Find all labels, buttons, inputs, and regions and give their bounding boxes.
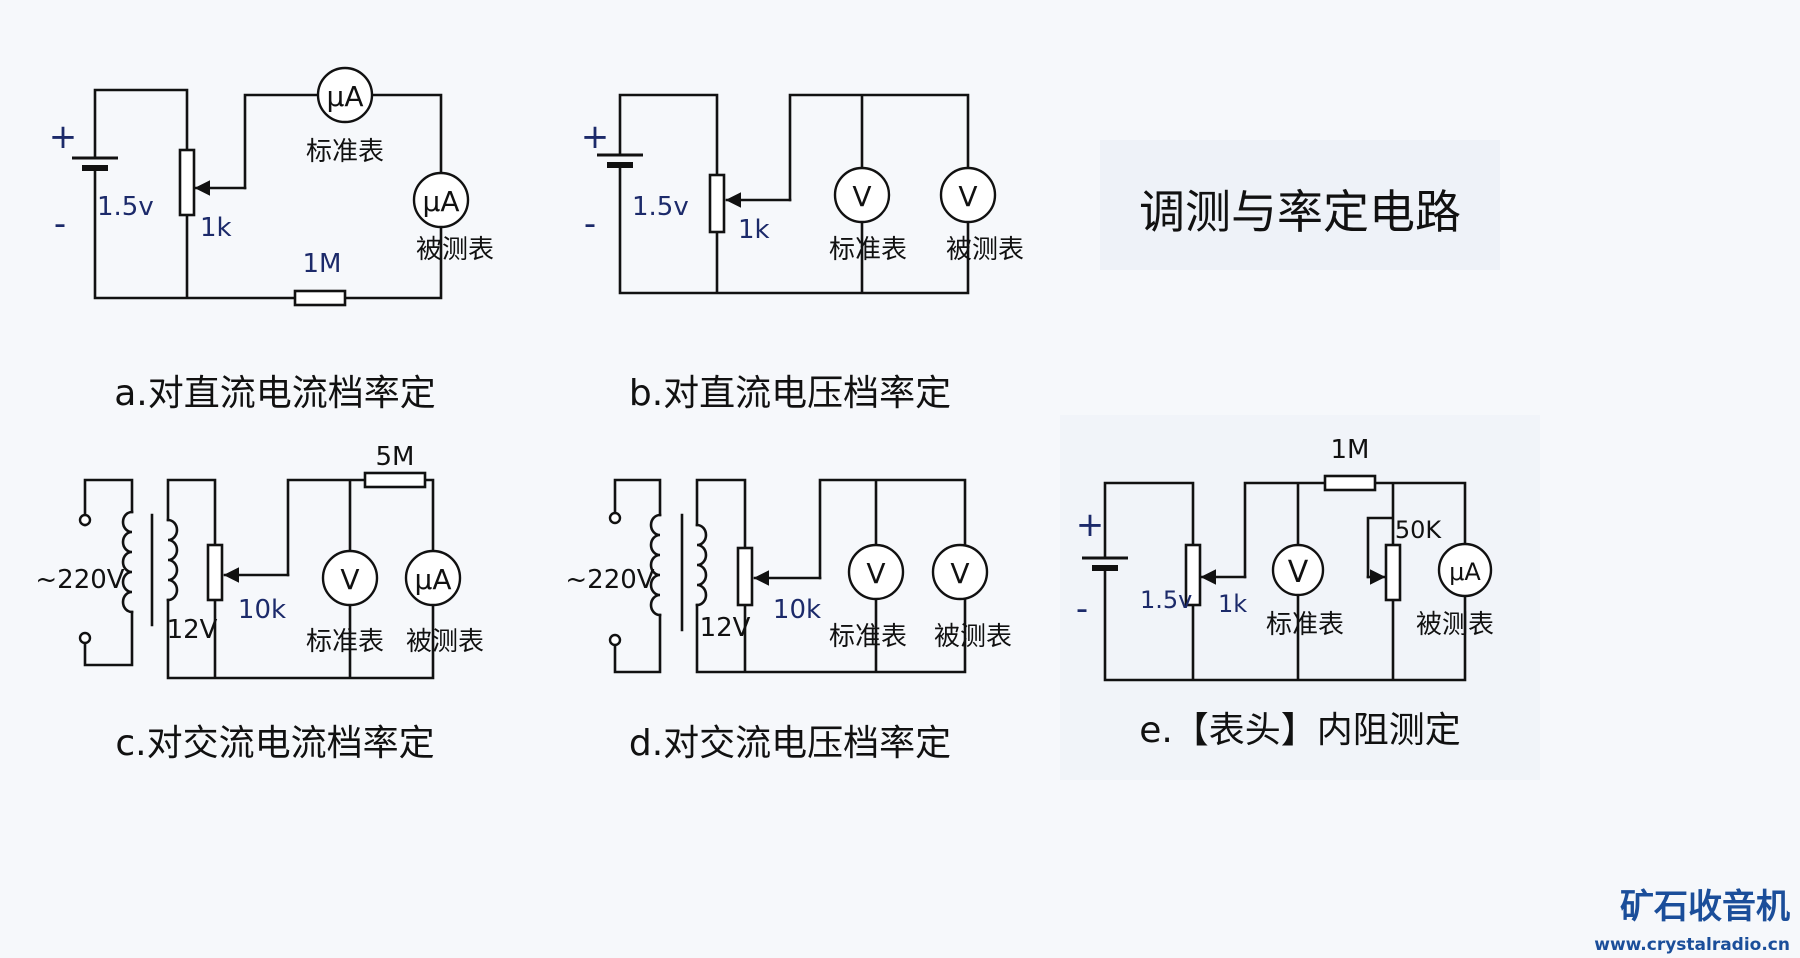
potentiometer (736, 546, 754, 607)
circuit-a: μA μA + - 1.5v 1k 1M 标准表 被测表 a.对直流电流档率定 (49, 66, 494, 414)
plus-sign: + (49, 117, 78, 157)
meter-label: V (950, 557, 969, 590)
pot-label: 1k (1218, 590, 1247, 618)
tested-meter (404, 549, 462, 607)
transformer-secondary-coil (166, 518, 179, 602)
potentiometer (178, 148, 196, 217)
tested-meter-label: 被测表 (406, 627, 484, 657)
input-terminal (608, 633, 622, 647)
page-title: 调测与率定电路 (1139, 185, 1461, 239)
voltage-label: 1.5v (632, 192, 689, 222)
plus-sign: + (1076, 505, 1105, 545)
meter-label: μA (1449, 558, 1481, 586)
circuit-e: V μA + - 1.5v 1k 1M 50K 标准表 被测表 e.【表头】内阻… (1060, 415, 1540, 780)
tested-meter-label: 被测表 (416, 235, 494, 265)
tested-meter (939, 166, 997, 224)
watermark: 矿石收音机 www.crystalradio.cn (1594, 887, 1790, 955)
tested-meter-label: 被测表 (1416, 610, 1494, 640)
plus-sign: + (581, 117, 610, 157)
tested-meter (931, 543, 989, 601)
resistor (1323, 474, 1377, 492)
minus-sign: - (1076, 589, 1088, 629)
caption-c: c.对交流电流档率定 (115, 723, 434, 764)
standard-meter (1271, 543, 1325, 597)
panel-e (1060, 415, 1540, 780)
caption-b: b.对直流电压档率定 (629, 373, 951, 414)
standard-meter-label: 标准表 (1266, 610, 1344, 640)
circuit-d: V V ~220V 12V 10k 标准表 被测表 d.对交流电压档率定 (565, 478, 1012, 764)
meter-label: V (866, 557, 885, 590)
pot-label: 10k (238, 595, 286, 625)
caption-a: a.对直流电流档率定 (114, 373, 436, 414)
resistor (293, 289, 347, 307)
pot-label: 1k (200, 213, 232, 243)
pot2-label: 50K (1395, 516, 1443, 544)
tested-meter-label: 被测表 (946, 235, 1024, 265)
resistor (363, 471, 427, 489)
standard-meter-label: 标准表 (829, 622, 907, 652)
standard-meter-label: 标准表 (306, 137, 384, 167)
circuit-c: V μA ~220V 12V 10k 5M 标准表 被测表 c.对交流电流档率定 (35, 442, 484, 764)
potentiometer (206, 543, 224, 602)
resistor-label: 5M (376, 442, 415, 472)
meter-label: V (1288, 555, 1309, 590)
watermark-url: www.crystalradio.cn (1594, 935, 1790, 955)
transformer-primary-coil (121, 510, 134, 614)
title-panel (1100, 140, 1500, 270)
circuit-b: V V + - 1.5v 1k 标准表 被测表 b.对直流电压档率定 (581, 93, 1024, 414)
standard-meter (847, 543, 905, 601)
secondary-voltage-label: 12V (167, 615, 218, 645)
standard-meter-label: 标准表 (306, 627, 384, 657)
transformer-primary-coil (649, 513, 662, 617)
meter-label: V (958, 180, 977, 213)
meter-label: μA (423, 185, 460, 218)
potentiometer (1184, 543, 1202, 607)
input-terminal (78, 631, 92, 645)
caption-d: d.对交流电压档率定 (629, 723, 951, 764)
watermark-name: 矿石收音机 (1620, 887, 1790, 927)
meter-label: V (852, 180, 871, 213)
standard-meter (321, 549, 379, 607)
caption-e: e.【表头】内阻测定 (1139, 710, 1461, 751)
resistor-label: 1M (1331, 435, 1370, 465)
standard-meter (316, 66, 374, 124)
input-terminal (78, 513, 92, 527)
pot-label: 10k (773, 595, 821, 625)
voltage-label: 1.5v (97, 192, 154, 222)
input-terminal (608, 511, 622, 525)
potentiometer (708, 173, 726, 234)
tested-meter-label: 被测表 (934, 622, 1012, 652)
meter-label: μA (415, 563, 452, 596)
tested-meter (1437, 542, 1493, 598)
meter-label: V (340, 563, 359, 596)
minus-sign: - (54, 204, 66, 244)
minus-sign: - (584, 204, 596, 244)
standard-meter-label: 标准表 (829, 235, 907, 265)
voltage-label: 1.5v (1140, 586, 1192, 614)
meter-label: μA (327, 80, 364, 113)
tested-meter (412, 171, 470, 229)
resistor-label: 1M (303, 249, 342, 279)
input-voltage-label: ~220V (565, 565, 654, 595)
pot-label: 1k (738, 215, 770, 245)
potentiometer-50k (1384, 543, 1402, 602)
input-voltage-label: ~220V (35, 565, 124, 595)
standard-meter (833, 166, 891, 224)
secondary-voltage-label: 12V (700, 613, 751, 643)
